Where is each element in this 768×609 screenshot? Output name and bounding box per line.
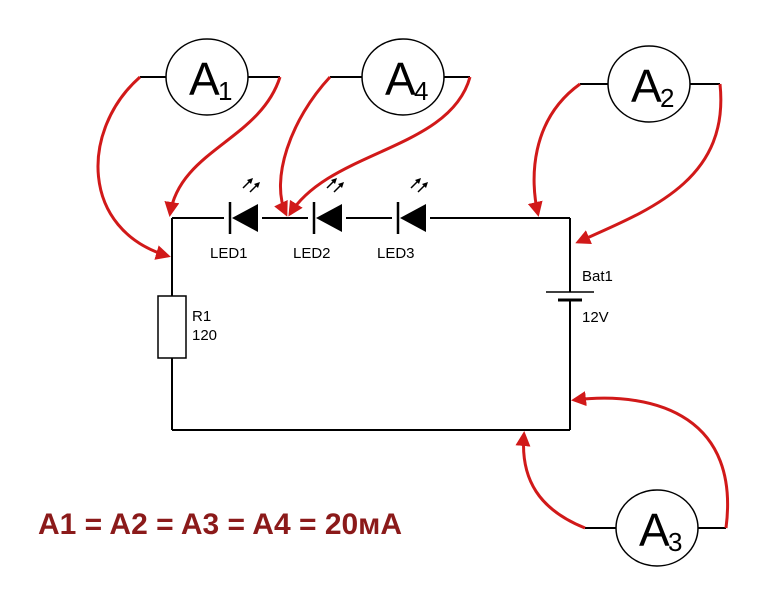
led3-symbol bbox=[392, 178, 430, 234]
ammeter-a1-index: 1 bbox=[218, 76, 232, 106]
led1-label: LED1 bbox=[210, 245, 248, 262]
ammeter-a3: A 3 bbox=[585, 489, 726, 567]
ammeter-a3-letter: A bbox=[639, 504, 670, 556]
ammeter-a1: A 1 bbox=[140, 38, 280, 116]
ammeter-a4: A 4 bbox=[330, 38, 470, 116]
battery-symbol bbox=[546, 291, 594, 302]
led1-symbol bbox=[224, 178, 262, 234]
ammeter-a1-letter: A bbox=[189, 53, 220, 105]
probe-a3-left bbox=[515, 431, 586, 530]
resistor-name: R1 bbox=[192, 308, 211, 325]
probe-a4-left bbox=[274, 75, 332, 217]
probe-a4-right bbox=[288, 76, 472, 217]
ammeter-a4-letter: A bbox=[385, 53, 416, 105]
battery-value: 12V bbox=[582, 309, 609, 326]
probe-leads bbox=[96, 75, 730, 530]
led2-label: LED2 bbox=[293, 245, 331, 262]
probe-a1-right bbox=[164, 76, 282, 217]
current-equation: A1 = A2 = A3 = A4 = 20мА bbox=[38, 508, 402, 541]
probe-a3-right bbox=[571, 391, 730, 529]
ammeter-a3-index: 3 bbox=[668, 527, 682, 557]
probe-a2-right bbox=[575, 83, 723, 244]
ammeter-a2-letter: A bbox=[631, 60, 662, 112]
battery-name: Bat1 bbox=[582, 268, 613, 285]
ammeter-a2: A 2 bbox=[580, 45, 720, 123]
led2-symbol bbox=[308, 178, 346, 234]
probe-a2-left bbox=[527, 82, 581, 217]
probe-a1-left bbox=[96, 75, 171, 260]
resistor-symbol bbox=[157, 295, 187, 359]
led3-label: LED3 bbox=[377, 245, 415, 262]
ammeter-a2-index: 2 bbox=[660, 83, 674, 113]
ammeter-a4-index: 4 bbox=[414, 76, 428, 106]
resistor-value: 120 bbox=[192, 327, 217, 344]
